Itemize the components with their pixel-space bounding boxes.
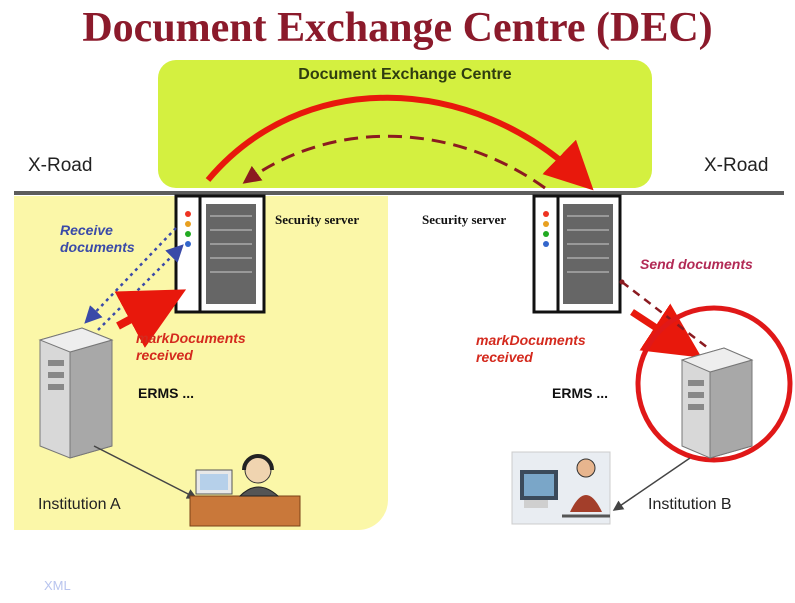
x-road-line bbox=[14, 191, 784, 195]
dec-box-label: Document Exchange Centre bbox=[298, 66, 512, 83]
user-at-desk-left-icon bbox=[189, 454, 301, 527]
mark-received-left-label: markDocuments received bbox=[136, 330, 246, 363]
x-road-label-right: X-Road bbox=[704, 155, 769, 176]
mark-received-right-label: markDocuments received bbox=[476, 332, 586, 365]
user-at-computer-right-icon bbox=[511, 451, 611, 525]
security-server-left-icon bbox=[174, 194, 266, 314]
receive-documents-label: Receive documents bbox=[60, 222, 135, 255]
send-documents-label: Send documents bbox=[640, 256, 753, 272]
erms-left-label: ERMS ... bbox=[138, 385, 195, 401]
dec-return-arrow bbox=[242, 134, 546, 190]
receive-documents-arrows bbox=[84, 227, 184, 331]
institution-b-label: Institution B bbox=[648, 496, 732, 513]
footer-xml-link[interactable]: XML bbox=[44, 578, 71, 593]
security-server-right-icon bbox=[532, 194, 622, 314]
institution-b-highlight-circle bbox=[635, 305, 793, 463]
connector-right bbox=[612, 457, 691, 511]
x-road-label-left: X-Road bbox=[28, 155, 93, 176]
security-server-right-label: Security server bbox=[422, 212, 507, 227]
mark-received-left-arrow bbox=[114, 289, 187, 348]
erms-right-server-icon bbox=[680, 347, 754, 459]
connector-left bbox=[93, 445, 198, 499]
erms-left-server-icon bbox=[38, 327, 114, 459]
erms-right-label: ERMS ... bbox=[552, 385, 609, 401]
page-title: Document Exchange Centre (DEC) bbox=[82, 5, 713, 51]
security-server-left-label: Security server bbox=[275, 212, 360, 227]
dec-send-arrow bbox=[205, 94, 594, 191]
institution-a-label: Institution A bbox=[38, 496, 121, 513]
send-documents-arrow bbox=[619, 279, 709, 349]
